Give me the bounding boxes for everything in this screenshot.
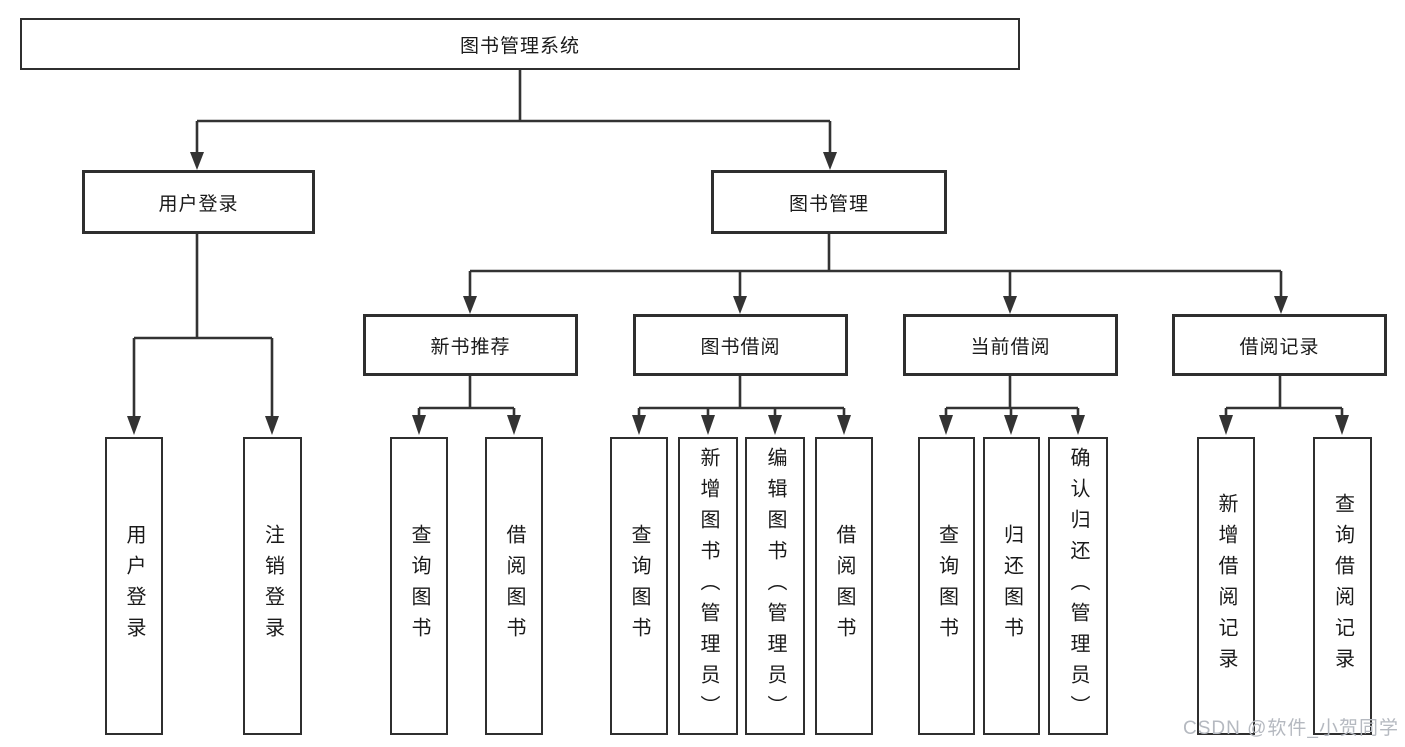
leaf-borrow-query-books: 查询图书: [610, 437, 668, 735]
leaf-current-query-books: 查询图书: [918, 437, 975, 735]
leaf-borrow-borrow-books: 借阅图书: [815, 437, 873, 735]
arrowhead-icon: [127, 416, 141, 435]
arrowhead-icon: [1071, 415, 1085, 435]
node-library-management-system: 图书管理系统: [20, 18, 1020, 70]
arrowhead-icon: [463, 296, 477, 314]
leaf-user-login: 用户登录: [105, 437, 163, 735]
leaf-current-confirm-return-admin: 确认归还（管理员）: [1048, 437, 1108, 735]
arrowhead-icon: [1003, 296, 1017, 314]
node-user-login: 用户登录: [82, 170, 315, 234]
arrowhead-icon: [265, 416, 279, 435]
watermark: CSDN @软件_小贺同学: [1183, 718, 1399, 739]
arrowhead-icon: [507, 415, 521, 435]
leaf-current-return-books: 归还图书: [983, 437, 1040, 735]
node-borrow-records: 借阅记录: [1172, 314, 1387, 376]
leaf-borrow-edit-books-admin: 编辑图书（管理员）: [745, 437, 805, 735]
leaf-logout: 注销登录: [243, 437, 302, 735]
arrowhead-icon: [1004, 415, 1018, 435]
arrowhead-icon: [823, 152, 837, 170]
connector-path: [1224, 376, 1344, 417]
arrowhead-icon: [632, 415, 646, 435]
arrowhead-icon: [837, 415, 851, 435]
node-current-borrow: 当前借阅: [903, 314, 1118, 376]
leaf-records-add-borrow-record: 新增借阅记录: [1197, 437, 1255, 735]
arrowhead-icon: [1274, 296, 1288, 314]
leaf-recommend-borrow-books: 借阅图书: [485, 437, 543, 735]
arrowhead-icon: [939, 415, 953, 435]
node-book-management: 图书管理: [711, 170, 947, 234]
arrowhead-icon: [190, 152, 204, 170]
node-book-borrow: 图书借阅: [633, 314, 848, 376]
connector-path: [637, 376, 846, 417]
arrowhead-icon: [733, 296, 747, 314]
arrowhead-icon: [1335, 415, 1349, 435]
node-new-book-recommend: 新书推荐: [363, 314, 578, 376]
connector-path: [468, 234, 1283, 297]
leaf-borrow-add-books-admin: 新增图书（管理员）: [678, 437, 738, 735]
leaf-recommend-query-books: 查询图书: [390, 437, 448, 735]
leaf-records-query-borrow-record: 查询借阅记录: [1313, 437, 1372, 735]
connector-path: [132, 234, 274, 417]
arrowhead-icon: [412, 415, 426, 435]
arrowhead-icon: [1219, 415, 1233, 435]
connector-path: [944, 376, 1080, 417]
arrowhead-icon: [701, 415, 715, 435]
connector-path: [195, 70, 832, 153]
connector-path: [417, 376, 516, 417]
arrowhead-icon: [768, 415, 782, 435]
